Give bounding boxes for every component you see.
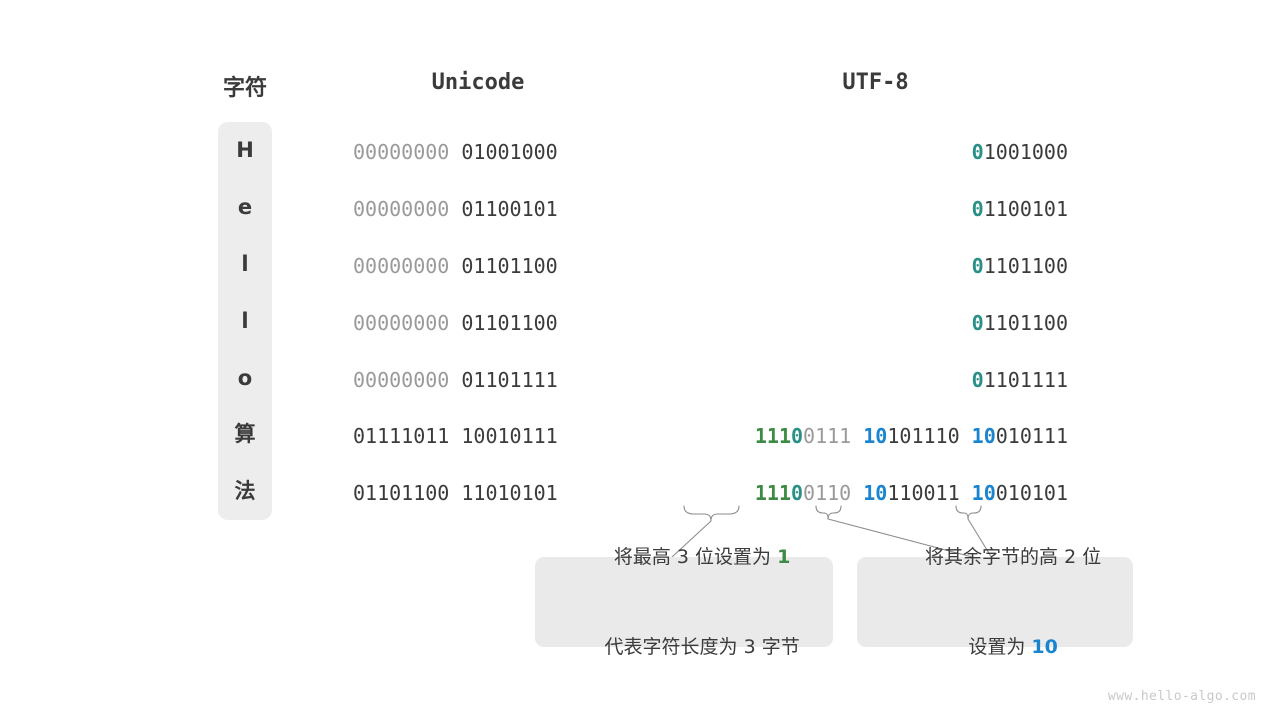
utf8-bits: 11100110 10110011 10010101 xyxy=(598,480,1068,506)
unicode-high-byte: 00000000 xyxy=(353,368,450,392)
utf8-flag-terminator-bit: 0 xyxy=(791,424,804,448)
callout-1-line-1-text: 将最高 3 位设置为 xyxy=(613,546,778,568)
character-column-pill xyxy=(218,122,272,520)
unicode-high-byte: 00000000 xyxy=(353,140,450,164)
callout-2-highlight-1: 10 xyxy=(1031,636,1058,658)
utf8-flag-terminator-bit: 0 xyxy=(791,481,804,505)
utf8-payload-bits: 010101 xyxy=(995,481,1068,505)
character-cell: e xyxy=(237,195,253,219)
header-utf8: UTF-8 xyxy=(842,70,909,95)
utf8-bits: 01100101 xyxy=(598,196,1068,222)
unicode-high-byte: 01111011 xyxy=(353,424,450,448)
utf8-flag-bits: 111 xyxy=(754,481,791,505)
unicode-high-byte: 00000000 xyxy=(353,254,450,278)
utf8-payload-bits: 1101111 xyxy=(983,368,1068,392)
callout-2-line-1: 将其余字节的高 2 位 xyxy=(889,512,1101,602)
callout-leading-bits: 将最高 3 位设置为 1 代表字符长度为 3 字节 xyxy=(535,546,833,658)
utf8-flag-bits: 0 xyxy=(971,197,984,221)
utf8-flag-bits: 111 xyxy=(754,424,791,448)
header-unicode: Unicode xyxy=(431,70,525,95)
utf8-bits: 01101111 xyxy=(598,367,1068,393)
unicode-low-byte: 10010111 xyxy=(461,424,558,448)
byte-separator xyxy=(449,140,461,164)
unicode-low-byte: 01001000 xyxy=(461,140,558,164)
utf8-payload-bits: 1101100 xyxy=(983,254,1068,278)
unicode-high-byte: 00000000 xyxy=(353,311,450,335)
byte-separator xyxy=(449,254,461,278)
callout-2-line-2-text: 设置为 xyxy=(968,636,1032,658)
byte-separator xyxy=(449,197,461,221)
byte-separator xyxy=(449,424,461,448)
unicode-high-byte: 00000000 xyxy=(353,197,450,221)
utf8-flag-bits: 10 xyxy=(971,481,996,505)
utf8-payload-bits: 1100101 xyxy=(983,197,1068,221)
byte-separator xyxy=(851,424,863,448)
unicode-bits: 00000000 01101100 xyxy=(353,310,603,336)
callout-1-line-1: 将最高 3 位设置为 1 xyxy=(578,512,791,602)
unicode-bits: 01101100 11010101 xyxy=(353,480,603,506)
unicode-bits: 00000000 01101100 xyxy=(353,253,603,279)
character-cell: o xyxy=(237,366,253,390)
utf8-payload-bits: 1001000 xyxy=(983,140,1068,164)
utf8-flag-bits: 0 xyxy=(971,311,984,335)
byte-separator xyxy=(449,481,461,505)
utf8-bits: 01001000 xyxy=(598,139,1068,165)
utf8-flag-bits: 10 xyxy=(971,424,996,448)
utf8-payload-bits: 0111 xyxy=(803,424,852,448)
callout-2-line-1-text: 将其余字节的高 2 位 xyxy=(925,546,1102,568)
character-cell: l xyxy=(241,252,249,276)
unicode-high-byte: 01101100 xyxy=(353,481,450,505)
callout-1-line-2-text: 代表字符长度为 3 字节 xyxy=(604,636,800,658)
unicode-bits: 00000000 01101111 xyxy=(353,367,603,393)
unicode-low-byte: 01101100 xyxy=(461,254,558,278)
unicode-bits: 01111011 10010111 xyxy=(353,423,603,449)
callout-1-highlight-1: 1 xyxy=(777,546,791,568)
utf8-flag-bits: 0 xyxy=(971,254,984,278)
unicode-low-byte: 01101111 xyxy=(461,368,558,392)
character-cell: l xyxy=(241,309,249,333)
character-cell: H xyxy=(236,138,254,162)
utf8-payload-bits: 101110 xyxy=(887,424,960,448)
utf8-payload-bits: 110011 xyxy=(887,481,960,505)
character-cell: 法 xyxy=(234,479,256,503)
callout-continuation-bits: 将其余字节的高 2 位 设置为 10 xyxy=(857,546,1133,658)
byte-separator xyxy=(960,481,972,505)
byte-separator xyxy=(449,368,461,392)
unicode-low-byte: 01101100 xyxy=(461,311,558,335)
utf8-flag-bits: 10 xyxy=(863,424,888,448)
utf8-payload-bits: 010111 xyxy=(995,424,1068,448)
unicode-low-byte: 01100101 xyxy=(461,197,558,221)
utf8-flag-bits: 0 xyxy=(971,368,984,392)
utf8-flag-bits: 0 xyxy=(971,140,984,164)
byte-separator xyxy=(960,424,972,448)
byte-separator xyxy=(851,481,863,505)
callout-1-line-2: 代表字符长度为 3 字节 xyxy=(568,602,800,692)
callout-2-line-2: 设置为 10 xyxy=(932,602,1058,692)
site-watermark: www.hello-algo.com xyxy=(1107,689,1256,704)
utf8-payload-bits: 1101100 xyxy=(983,311,1068,335)
utf8-bits: 01101100 xyxy=(598,310,1068,336)
unicode-low-byte: 11010101 xyxy=(461,481,558,505)
unicode-bits: 00000000 01100101 xyxy=(353,196,603,222)
utf8-payload-bits: 0110 xyxy=(803,481,852,505)
byte-separator xyxy=(449,311,461,335)
unicode-bits: 00000000 01001000 xyxy=(353,139,603,165)
utf8-bits: 11100111 10101110 10010111 xyxy=(598,423,1068,449)
utf8-flag-bits: 10 xyxy=(863,481,888,505)
character-cell: 算 xyxy=(234,422,256,446)
utf8-bits: 01101100 xyxy=(598,253,1068,279)
header-character: 字符 xyxy=(222,76,267,101)
